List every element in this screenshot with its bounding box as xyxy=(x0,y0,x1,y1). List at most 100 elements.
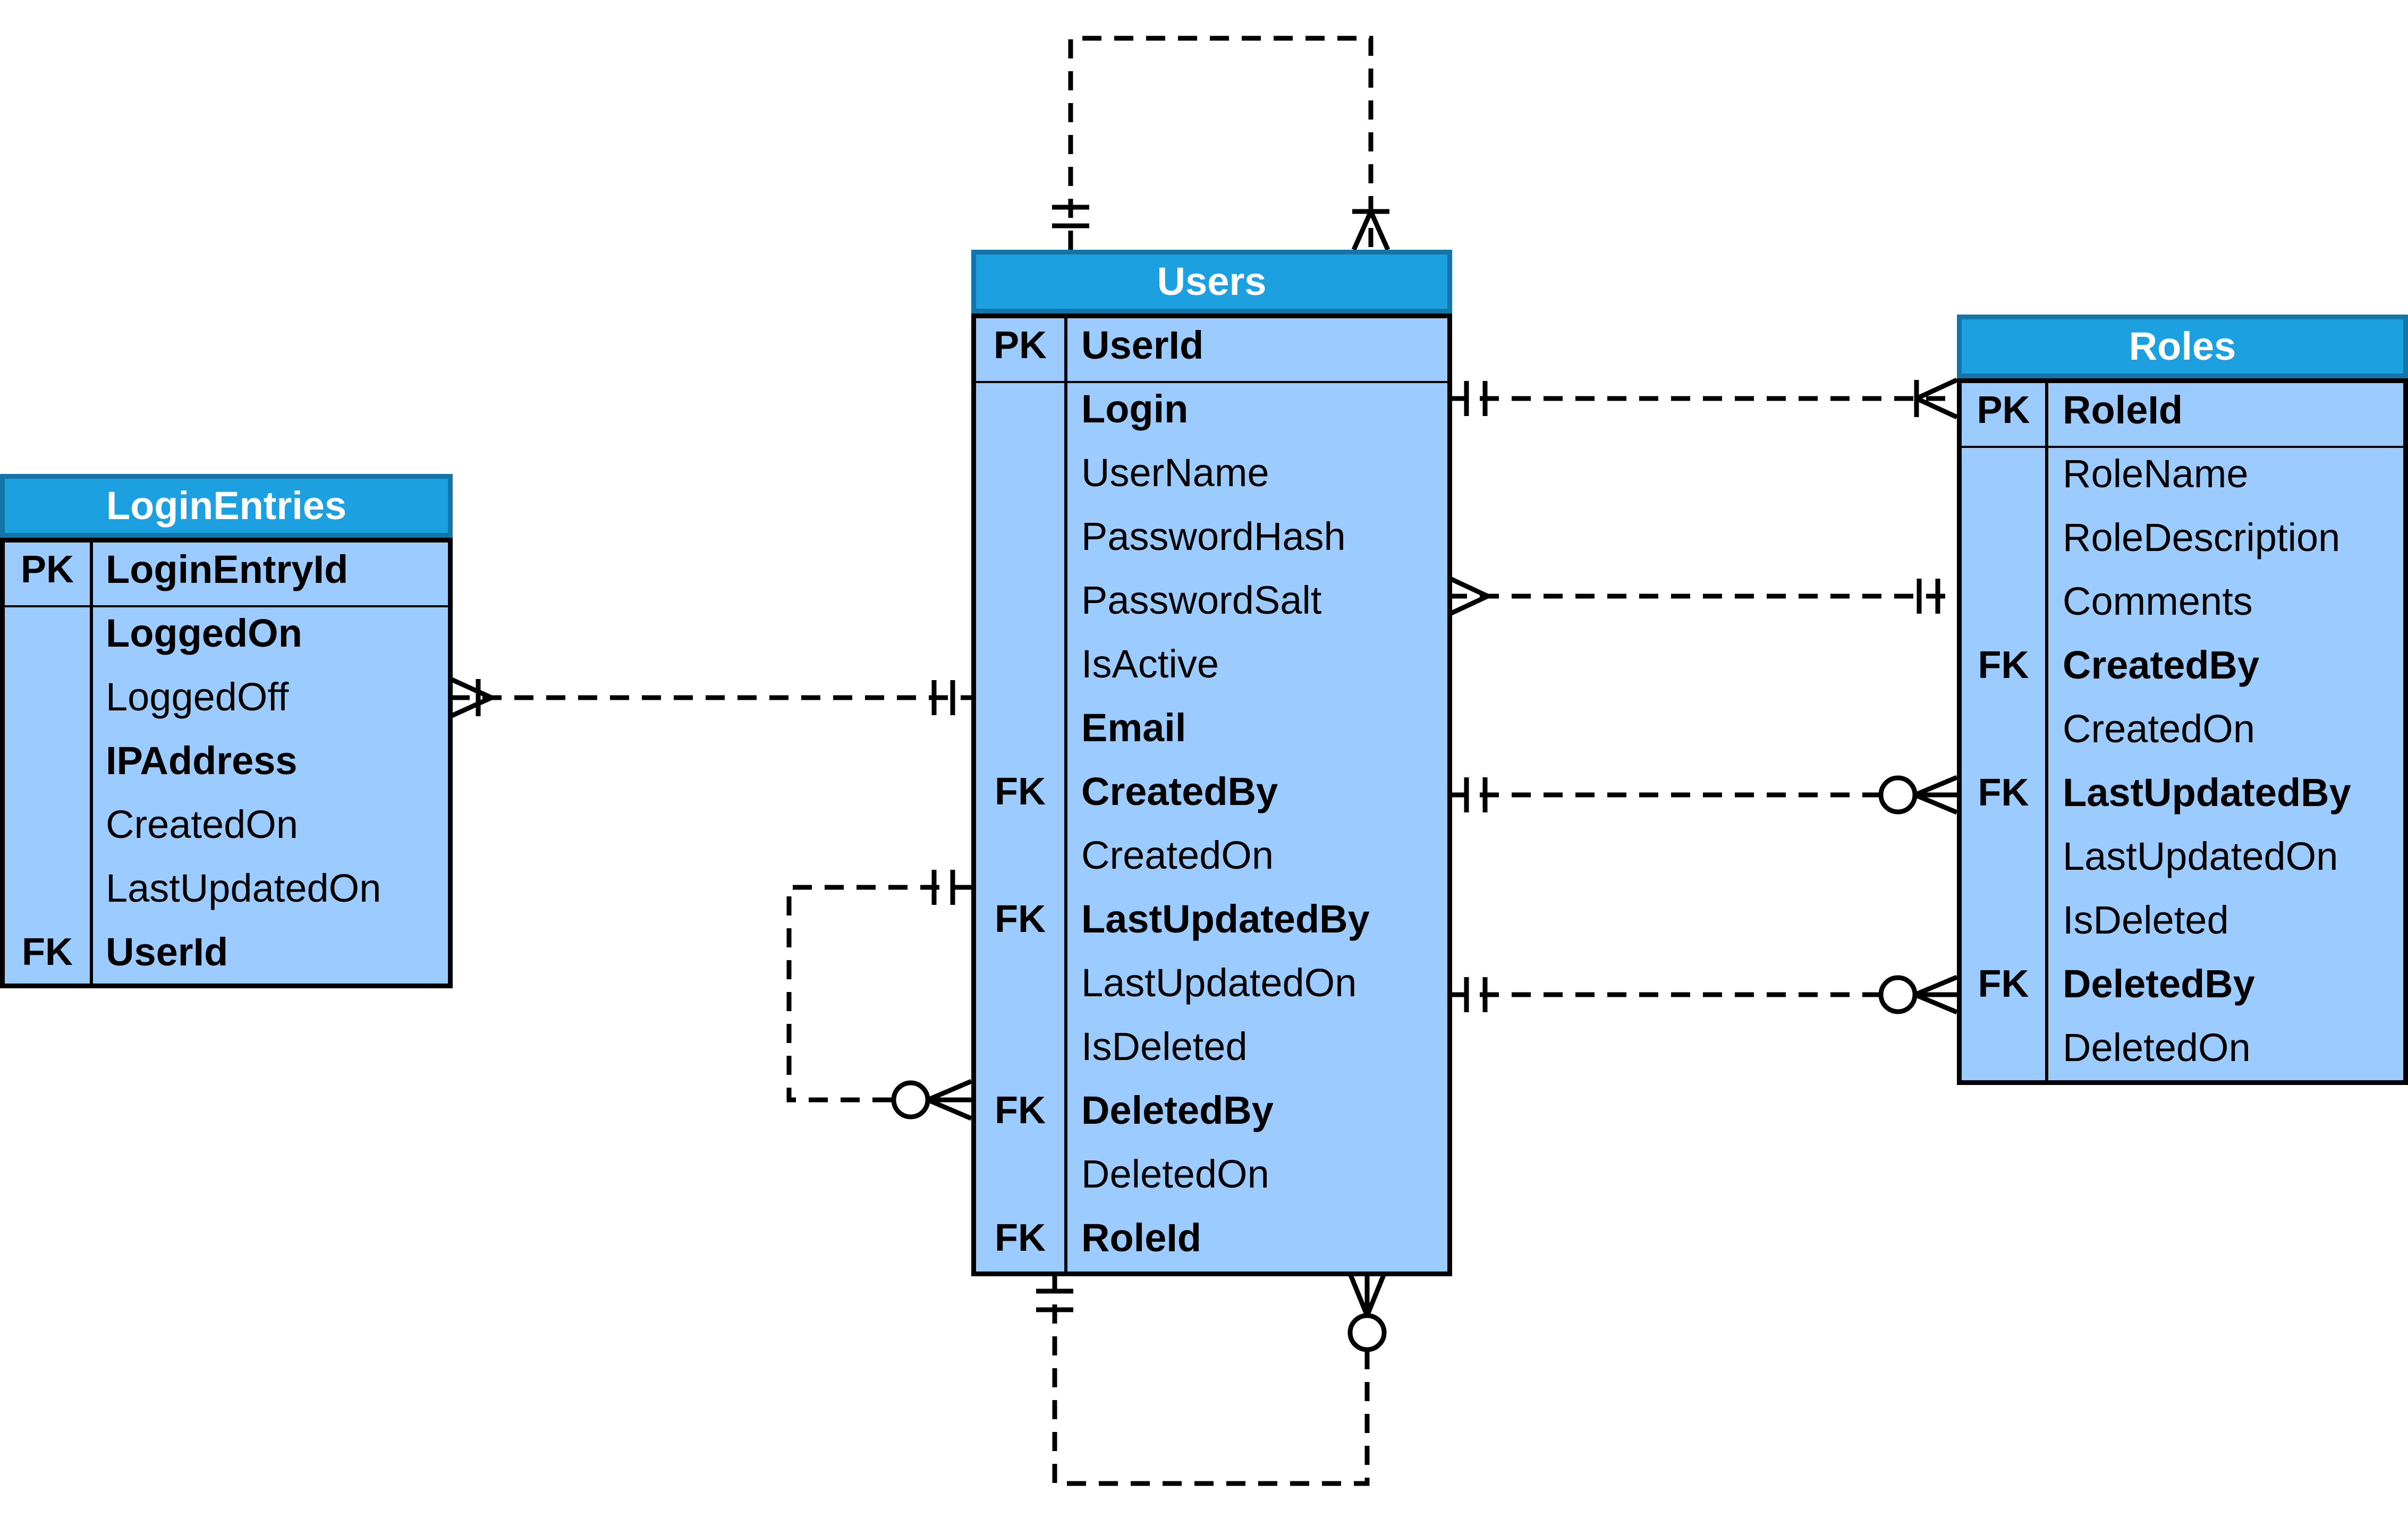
field-key: PK xyxy=(20,548,74,591)
key-column-divider xyxy=(1064,318,1067,1271)
field-name: PasswordHash xyxy=(1081,514,1346,558)
field-key xyxy=(976,824,1064,887)
field-key: FK xyxy=(995,770,1046,813)
field-row[interactable]: PK LoginEntryId xyxy=(5,538,448,601)
primary-key-divider xyxy=(5,605,448,607)
field-row[interactable]: DeletedOn xyxy=(1962,1016,2403,1080)
field-name: UserId xyxy=(1081,323,1204,367)
field-name: PasswordSalt xyxy=(1081,578,1322,622)
field-key xyxy=(5,665,90,729)
field-key xyxy=(5,793,90,857)
relationship-users-roles-deletedby xyxy=(1448,974,1958,1015)
field-name: RoleId xyxy=(2063,388,2183,432)
field-row[interactable]: PasswordSalt xyxy=(976,569,1447,632)
field-key: FK xyxy=(995,898,1046,940)
field-key: FK xyxy=(995,1089,1046,1132)
field-row[interactable]: FK DeletedBy xyxy=(976,1079,1447,1142)
field-name: Email xyxy=(1081,706,1186,750)
entity-title: LoginEntries xyxy=(0,474,453,538)
field-row[interactable]: CreatedOn xyxy=(1962,697,2403,761)
field-key xyxy=(976,377,1064,441)
field-row[interactable]: PasswordHash xyxy=(976,505,1447,569)
relationship-users-roles-createdby xyxy=(1448,775,1958,815)
field-row[interactable]: CreatedOn xyxy=(5,793,448,857)
field-row[interactable]: IPAddress xyxy=(5,729,448,793)
title-divider xyxy=(1962,378,2403,383)
field-key xyxy=(976,696,1064,760)
field-row[interactable]: LastUpdatedOn xyxy=(5,857,448,920)
primary-key-divider xyxy=(976,381,1447,383)
field-name: CreatedBy xyxy=(1081,769,1278,813)
field-row[interactable]: LoggedOn xyxy=(5,601,448,665)
field-name: DeletedOn xyxy=(1081,1152,1269,1196)
field-key xyxy=(976,441,1064,505)
field-key xyxy=(976,632,1064,696)
field-row[interactable]: FK CreatedBy xyxy=(976,760,1447,824)
field-key: PK xyxy=(1977,389,2030,431)
field-name: RoleName xyxy=(2063,452,2249,496)
title-divider xyxy=(5,538,448,542)
field-key xyxy=(976,951,1064,1015)
relationship-users-loginentries xyxy=(450,676,971,719)
field-name: LoggedOn xyxy=(106,611,302,655)
field-name: CreatedBy xyxy=(2063,643,2260,687)
field-name: IPAddress xyxy=(106,739,298,783)
field-name: UserId xyxy=(106,930,228,974)
field-row[interactable]: PK UserId xyxy=(976,313,1447,377)
field-row[interactable]: PK RoleId xyxy=(1962,378,2403,442)
relationship-users-self-bottom xyxy=(1036,1271,1387,1486)
field-name: CreatedOn xyxy=(106,802,298,846)
field-key xyxy=(1962,697,2045,761)
field-row[interactable]: CreatedOn xyxy=(976,824,1447,887)
key-column-divider xyxy=(2045,383,2048,1080)
field-name: LoginEntryId xyxy=(106,547,349,591)
field-row[interactable]: IsActive xyxy=(976,632,1447,696)
field-key xyxy=(1962,825,2045,888)
field-name: LastUpdatedBy xyxy=(1081,897,1370,941)
field-name: DeletedBy xyxy=(1081,1088,1274,1132)
field-row[interactable]: UserName xyxy=(976,441,1447,505)
field-key: FK xyxy=(22,931,73,973)
field-name: CreatedOn xyxy=(1081,833,1274,877)
field-row[interactable]: FK LastUpdatedBy xyxy=(976,887,1447,951)
field-name: DeletedBy xyxy=(2063,962,2255,1006)
field-row[interactable]: FK DeletedBy xyxy=(1962,952,2403,1016)
field-row[interactable]: FK UserId xyxy=(5,920,448,984)
field-key: PK xyxy=(993,324,1047,367)
field-name: LastUpdatedOn xyxy=(2063,834,2338,878)
field-row[interactable]: RoleDescription xyxy=(1962,506,2403,570)
field-key xyxy=(1962,1016,2045,1080)
field-key xyxy=(976,1142,1064,1206)
field-name: Comments xyxy=(2063,579,2253,623)
field-key xyxy=(976,1015,1064,1079)
field-row[interactable]: LastUpdatedOn xyxy=(1962,825,2403,888)
relationship-users-self-top xyxy=(1052,36,1390,251)
field-row[interactable]: DeletedOn xyxy=(976,1142,1447,1206)
field-key: FK xyxy=(1978,963,2029,1005)
entity-title: Users xyxy=(971,250,1452,313)
field-row[interactable]: LoggedOff xyxy=(5,665,448,729)
field-key xyxy=(1962,506,2045,570)
primary-key-divider xyxy=(1962,446,2403,448)
field-name: LastUpdatedBy xyxy=(2063,770,2351,815)
relationship-users-self-left xyxy=(786,870,972,1121)
field-key xyxy=(1962,570,2045,633)
field-name: RoleDescription xyxy=(2063,515,2341,559)
field-row[interactable]: Login xyxy=(976,377,1447,441)
field-row[interactable]: IsDeleted xyxy=(1962,888,2403,952)
field-row[interactable]: IsDeleted xyxy=(976,1015,1447,1079)
field-row[interactable]: LastUpdatedOn xyxy=(976,951,1447,1015)
field-name: UserName xyxy=(1081,451,1269,495)
field-name: RoleId xyxy=(1081,1216,1202,1260)
field-row[interactable]: Comments xyxy=(1962,570,2403,633)
field-name: IsDeleted xyxy=(1081,1024,1248,1069)
field-row[interactable]: RoleName xyxy=(1962,442,2403,506)
field-row[interactable]: Email xyxy=(976,696,1447,760)
